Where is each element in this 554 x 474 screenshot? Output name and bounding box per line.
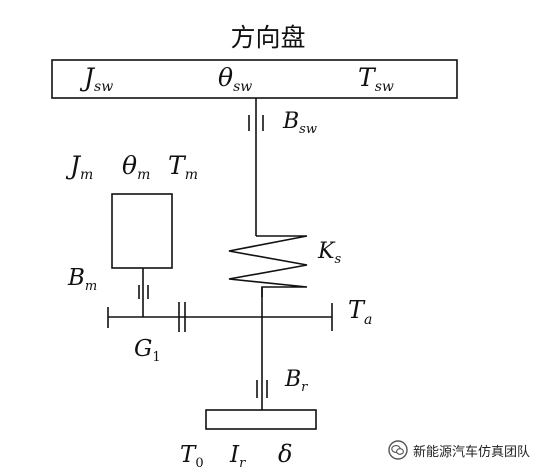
wechat-icon xyxy=(388,440,408,460)
road-wheel-box xyxy=(205,409,317,430)
motor-inertia-label: Jm xyxy=(65,151,93,183)
gear-label: G1 xyxy=(134,336,161,365)
assist-torque-label: Ta xyxy=(348,296,372,328)
motor-torque-label: Tm xyxy=(168,151,198,183)
road-torque-label: T0 xyxy=(180,442,204,471)
steering-wheel-inertia-label: Jsw xyxy=(79,63,113,95)
motor-damping-label: Bm xyxy=(67,265,97,294)
road-inertia-label: Ir xyxy=(229,442,246,471)
stiffness-label: Ks xyxy=(317,239,341,267)
steering-wheel-box xyxy=(51,59,458,99)
road-angle-label: δ xyxy=(278,440,292,468)
diagram-title: 方向盘 xyxy=(230,23,305,52)
motor-angle-label: θm xyxy=(122,151,150,183)
watermark: 新能源汽车仿真团队 xyxy=(388,438,530,462)
column-damping-label: Bsw xyxy=(282,109,317,137)
rack-damping-label: Br xyxy=(284,367,308,395)
watermark-text: 新能源汽车仿真团队 xyxy=(413,444,531,460)
steering-wheel-torque-label: Tsw xyxy=(358,63,394,95)
motor-box xyxy=(111,193,173,269)
torsion-spring xyxy=(228,235,308,297)
steering-wheel-angle-label: θsw xyxy=(218,63,252,95)
